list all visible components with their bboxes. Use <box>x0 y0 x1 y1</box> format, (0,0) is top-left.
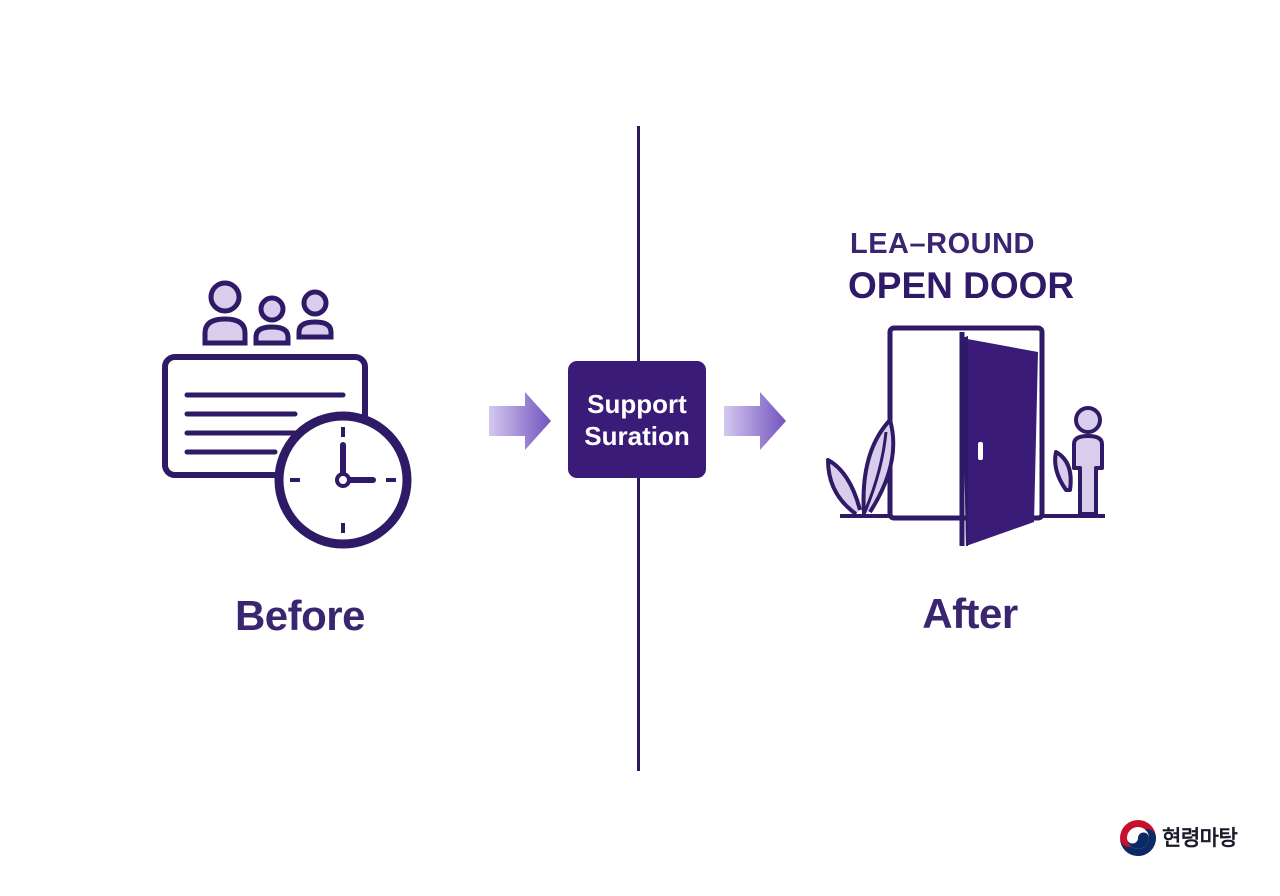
plant-icon <box>826 418 896 516</box>
logo-text: 현령마탕 <box>1162 827 1238 850</box>
before-label: Before <box>234 592 366 639</box>
emblem-icon <box>1120 820 1156 856</box>
after-subheading: LEA–ROUND <box>850 228 1035 260</box>
support-suration-box: Support Suration <box>568 361 706 478</box>
person-icon <box>1053 406 1104 516</box>
right-arrow-icon <box>724 392 786 450</box>
before-illustration <box>162 280 412 549</box>
people-icon <box>202 280 334 346</box>
after-illustration <box>826 325 1105 546</box>
door-icon <box>887 325 1045 546</box>
center-box-line-2: Suration <box>584 420 690 451</box>
center-box-line-1: Support <box>587 388 687 419</box>
right-arrow-icon <box>489 392 551 450</box>
after-heading: OPEN DOOR <box>848 265 1075 306</box>
after-label: After <box>922 590 1018 637</box>
clock-icon <box>274 411 412 549</box>
